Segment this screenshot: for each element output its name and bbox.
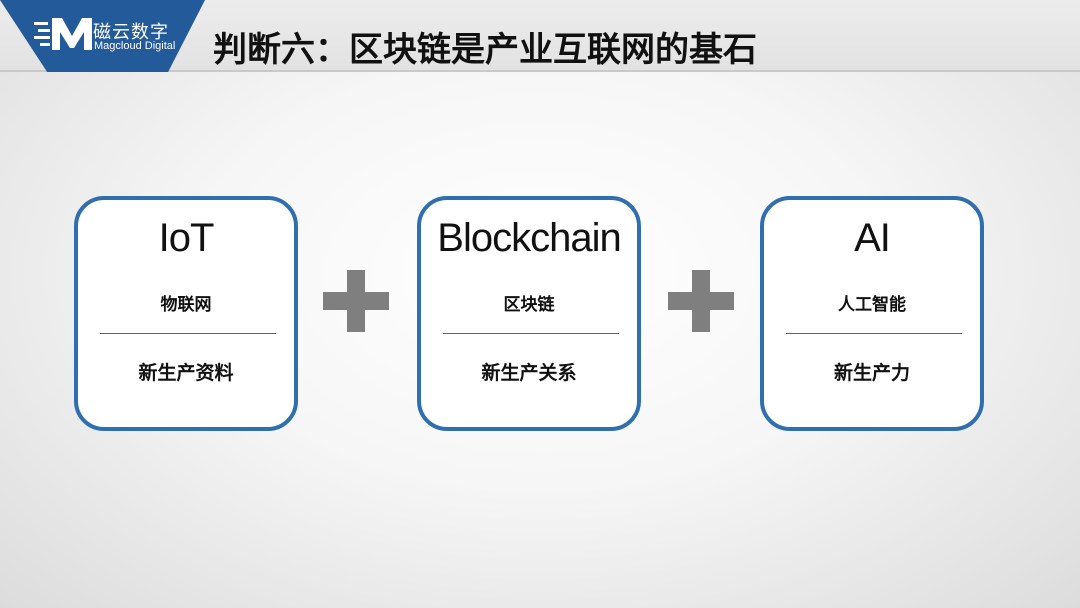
divider (443, 333, 619, 334)
card-subtitle: 物联网 (160, 295, 212, 314)
card-blockchain: Blockchain 区块链 新生产关系 (417, 196, 641, 431)
card-subtitle: 人工智能 (838, 295, 906, 314)
card-subtitle: 区块链 (503, 295, 555, 314)
logo-name-cn: 磁云数字 (93, 22, 169, 42)
divider (786, 333, 962, 334)
logo-m-icon (34, 18, 92, 50)
plus-icon (323, 270, 389, 332)
card-title: AI (854, 216, 891, 260)
logo-name-en: Magcloud Digital (94, 40, 176, 52)
card-title: Blockchain (437, 216, 621, 260)
card-ai: AI 人工智能 新生产力 (760, 196, 984, 431)
card-role: 新生产关系 (481, 363, 577, 384)
card-role: 新生产力 (833, 363, 910, 384)
slide-title: 判断六：区块链是产业互联网的基石 (213, 30, 757, 70)
divider (100, 333, 276, 334)
card-role: 新生产资料 (138, 363, 234, 384)
plus-icon (668, 270, 734, 332)
card-title: IoT (158, 216, 215, 260)
card-iot: IoT 物联网 新生产资料 (74, 196, 298, 431)
